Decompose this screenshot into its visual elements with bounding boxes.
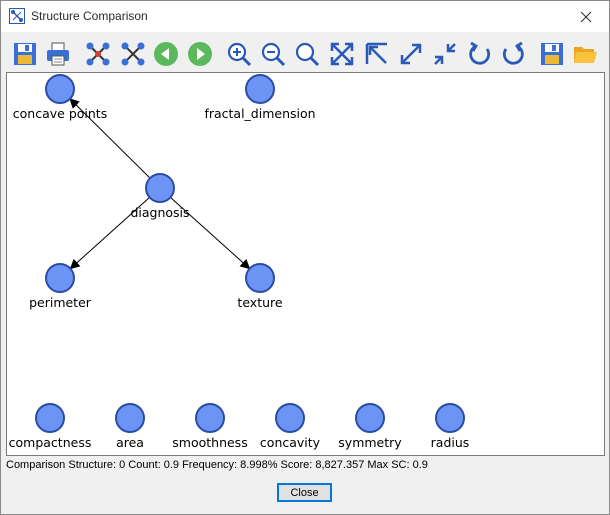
zoom-in-icon[interactable] (224, 38, 254, 70)
print-icon[interactable] (43, 38, 73, 70)
graph-canvas[interactable]: concave points fractal_dimension diagnosis… (6, 72, 605, 456)
status-text: Comparison Structure: 0 Count: 0.9 Frequ… (6, 459, 428, 471)
enlarge-icon[interactable] (396, 38, 426, 70)
node-circle[interactable] (275, 403, 305, 433)
node-radius[interactable]: radius (431, 403, 470, 450)
zoom-out-icon[interactable] (258, 38, 288, 70)
graph-drawing: concave points fractal_dimension diagnosis… (9, 74, 470, 450)
node-texture[interactable]: texture (237, 263, 283, 310)
node-label: smoothness (172, 435, 247, 450)
expand-all-icon[interactable] (327, 38, 357, 70)
node-smoothness[interactable]: smoothness (172, 403, 248, 450)
edge-diagnosis-to-concave_points[interactable] (69, 98, 151, 179)
node-label: texture (237, 295, 282, 310)
close-button[interactable]: Close (277, 483, 332, 502)
rotate-right-icon[interactable] (498, 38, 528, 70)
node-label: compactness (9, 435, 92, 450)
node-fractal_dimension[interactable]: fractal_dimension (204, 74, 316, 121)
node-circle[interactable] (245, 263, 275, 293)
node-label: perimeter (29, 295, 92, 310)
title-bar: Structure Comparison (1, 1, 609, 32)
window-title: Structure Comparison (31, 9, 148, 23)
node-compactness[interactable]: compactness (9, 403, 92, 450)
node-circle[interactable] (45, 74, 75, 104)
node-circle[interactable] (115, 403, 145, 433)
edge-diagnosis-to-texture[interactable] (170, 196, 251, 270)
shrink-icon[interactable] (430, 38, 460, 70)
node-label: symmetry (338, 435, 402, 450)
node-label: diagnosis (130, 205, 189, 220)
node-label: radius (431, 435, 470, 450)
network-layout-alt-icon[interactable] (118, 38, 148, 70)
node-circle[interactable] (45, 263, 75, 293)
node-circle[interactable] (145, 173, 175, 203)
node-circle[interactable] (245, 74, 275, 104)
window-close-icon[interactable] (563, 1, 609, 32)
open-folder-icon[interactable] (570, 38, 600, 70)
edge-diagnosis-to-perimeter[interactable] (69, 196, 150, 270)
previous-icon[interactable] (151, 38, 181, 70)
node-circle[interactable] (435, 403, 465, 433)
node-concave_points[interactable]: concave points (13, 74, 107, 121)
node-area[interactable]: area (115, 403, 145, 450)
next-icon[interactable] (185, 38, 215, 70)
move-top-left-icon[interactable] (362, 38, 392, 70)
node-perimeter[interactable]: perimeter (29, 263, 92, 310)
node-label: concave points (13, 106, 107, 121)
save-icon[interactable] (10, 38, 40, 70)
network-layout-icon[interactable] (83, 38, 113, 70)
node-circle[interactable] (195, 403, 225, 433)
node-symmetry[interactable]: symmetry (338, 403, 402, 450)
node-circle[interactable] (35, 403, 65, 433)
rotate-left-icon[interactable] (465, 38, 495, 70)
app-network-icon (9, 8, 25, 24)
node-diagnosis[interactable]: diagnosis (130, 173, 190, 220)
node-circle[interactable] (355, 403, 385, 433)
toolbar (1, 38, 609, 70)
node-label: area (116, 435, 144, 450)
node-label: fractal_dimension (204, 106, 315, 121)
save-document-icon[interactable] (537, 38, 567, 70)
node-concavity[interactable]: concavity (260, 403, 321, 450)
node-label: concavity (260, 435, 321, 450)
zoom-fit-icon[interactable] (292, 38, 322, 70)
